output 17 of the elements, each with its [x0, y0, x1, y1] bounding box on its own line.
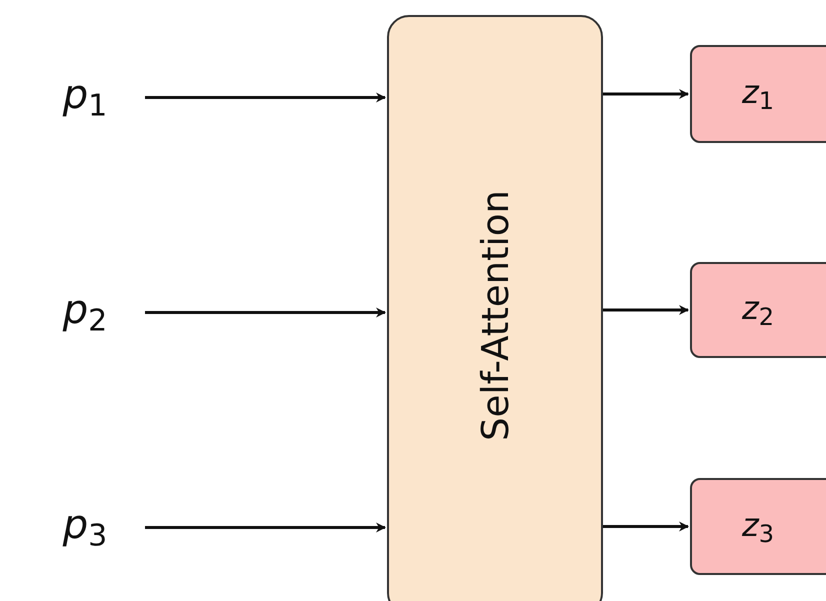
arrow — [603, 305, 689, 315]
input-label: p$_{3}$ — [45, 500, 125, 555]
output-box — [690, 262, 826, 358]
box-label: Self-Attention — [474, 190, 516, 440]
output-box — [690, 45, 826, 143]
arrow — [603, 89, 689, 99]
arrow — [145, 308, 386, 318]
box-label: z$_{2}$ — [742, 289, 774, 331]
box-label: z$_{3}$ — [742, 506, 774, 548]
arrow — [145, 522, 386, 532]
box-label: z$_{1}$ — [742, 73, 774, 115]
input-label: p$_{1}$ — [45, 70, 125, 125]
arrow — [603, 522, 689, 532]
arrow — [145, 92, 386, 102]
process-box — [387, 15, 603, 601]
input-label: p$_{2}$ — [45, 285, 125, 340]
output-box — [690, 478, 826, 575]
